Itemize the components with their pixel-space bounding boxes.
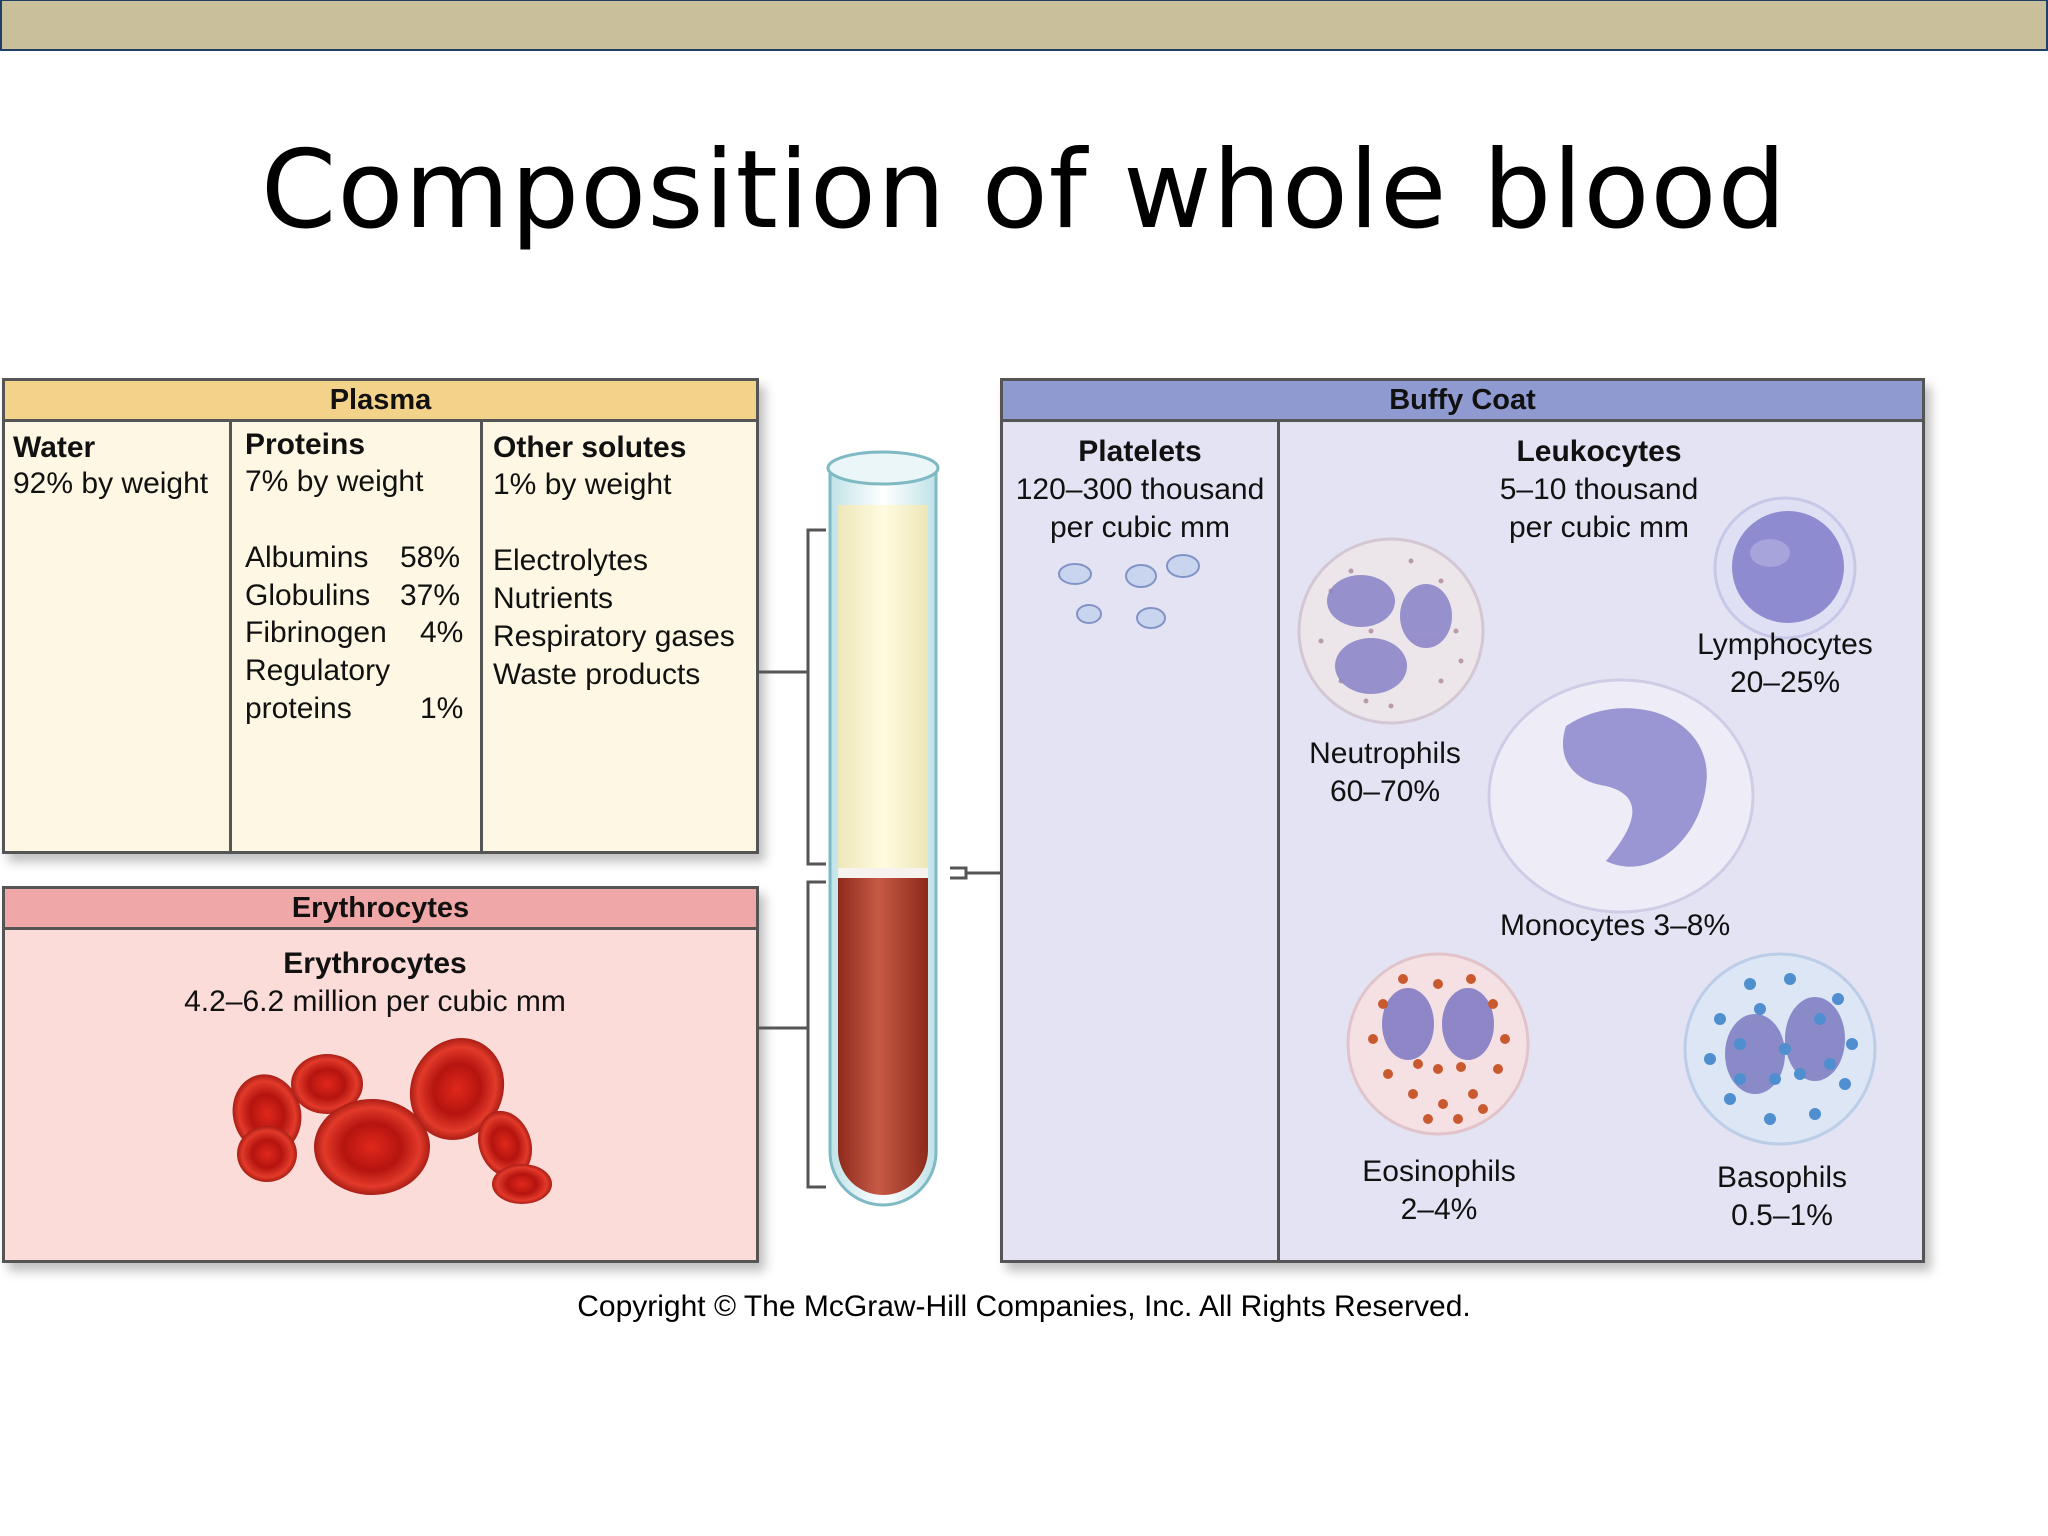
protein-regulatory: Regulatory <box>245 654 391 687</box>
plasma-header: Plasma <box>5 381 756 422</box>
proteins-detail: 7% by weight <box>245 465 424 498</box>
lymphocytes-name: Lymphocytes <box>1697 628 1873 661</box>
protein-albumins-percent: 58% <box>400 541 461 574</box>
protein-globulins: Globulins <box>245 579 371 612</box>
platelets-illustration <box>1058 554 1200 629</box>
plasma-box: Plasma Water 92% by weight Proteins 7% b… <box>2 378 759 854</box>
other-solutes-heading: Other solutes <box>493 431 687 464</box>
buffy-coat-header: Buffy Coat <box>1003 381 1922 422</box>
protein-regulatory-2: proteins <box>245 692 352 725</box>
protein-globulins-percent: 37% <box>400 579 461 612</box>
protein-fibrinogen: Fibrinogen <box>245 616 387 649</box>
monocyte-cell <box>1487 678 1755 914</box>
platelets-count-1: 120–300 thousand <box>1015 473 1265 506</box>
buffy-coat-divider <box>1277 419 1280 1260</box>
leukocytes-heading: Leukocytes <box>1516 435 1682 468</box>
plasma-divider-2 <box>480 419 483 851</box>
copyright-notice: Copyright © The McGraw-Hill Companies, I… <box>577 1290 1471 1323</box>
water-detail: 92% by weight <box>13 467 209 500</box>
neutrophil-cell <box>1297 537 1485 725</box>
other-solutes-detail: 1% by weight <box>493 468 672 501</box>
test-tube-illustration <box>758 450 1001 1207</box>
protein-fibrinogen-percent: 4% <box>420 616 464 649</box>
erythrocytes-box: Erythrocytes Erythrocytes 4.2–6.2 millio… <box>2 886 759 1263</box>
solute-waste-products: Waste products <box>493 658 701 691</box>
top-title-bar <box>0 0 2048 51</box>
protein-albumins: Albumins <box>245 541 369 574</box>
slide-title: Composition of whole blood <box>260 128 1788 253</box>
platelets-count-2: per cubic mm <box>1049 511 1231 544</box>
basophils-name: Basophils <box>1716 1161 1848 1194</box>
plasma-divider-1 <box>229 419 232 851</box>
eosinophils-percent: 2–4% <box>1400 1193 1478 1226</box>
monocytes-label: Monocytes 3–8% <box>1500 909 1731 942</box>
platelets-heading: Platelets <box>1078 435 1202 468</box>
erythrocytes-heading: Erythrocytes <box>283 947 467 980</box>
water-heading: Water <box>13 431 96 464</box>
solute-electrolytes: Electrolytes <box>493 544 649 577</box>
basophil-cell <box>1683 952 1877 1146</box>
erythrocytes-count: 4.2–6.2 million per cubic mm <box>184 985 566 1018</box>
neutrophils-name: Neutrophils <box>1309 737 1461 770</box>
eosinophils-name: Eosinophils <box>1362 1155 1516 1188</box>
basophils-percent: 0.5–1% <box>1731 1199 1833 1232</box>
buffy-coat-box: Buffy Coat Platelets 120–300 thousand pe… <box>1000 378 1925 1263</box>
proteins-heading: Proteins <box>245 428 366 461</box>
red-blood-cells-illustration <box>232 1038 552 1204</box>
eosinophil-cell <box>1346 952 1530 1136</box>
leukocytes-count-1: 5–10 thousand <box>1499 473 1699 506</box>
leukocytes-count-2: per cubic mm <box>1508 511 1690 544</box>
erythrocytes-header: Erythrocytes <box>5 889 756 930</box>
lymphocyte-cell <box>1713 496 1857 640</box>
solute-nutrients: Nutrients <box>493 582 614 615</box>
solute-respiratory-gases: Respiratory gases <box>493 620 735 653</box>
lymphocytes-percent: 20–25% <box>1729 666 1841 699</box>
neutrophils-percent: 60–70% <box>1329 775 1441 808</box>
protein-regulatory-percent: 1% <box>420 692 464 725</box>
